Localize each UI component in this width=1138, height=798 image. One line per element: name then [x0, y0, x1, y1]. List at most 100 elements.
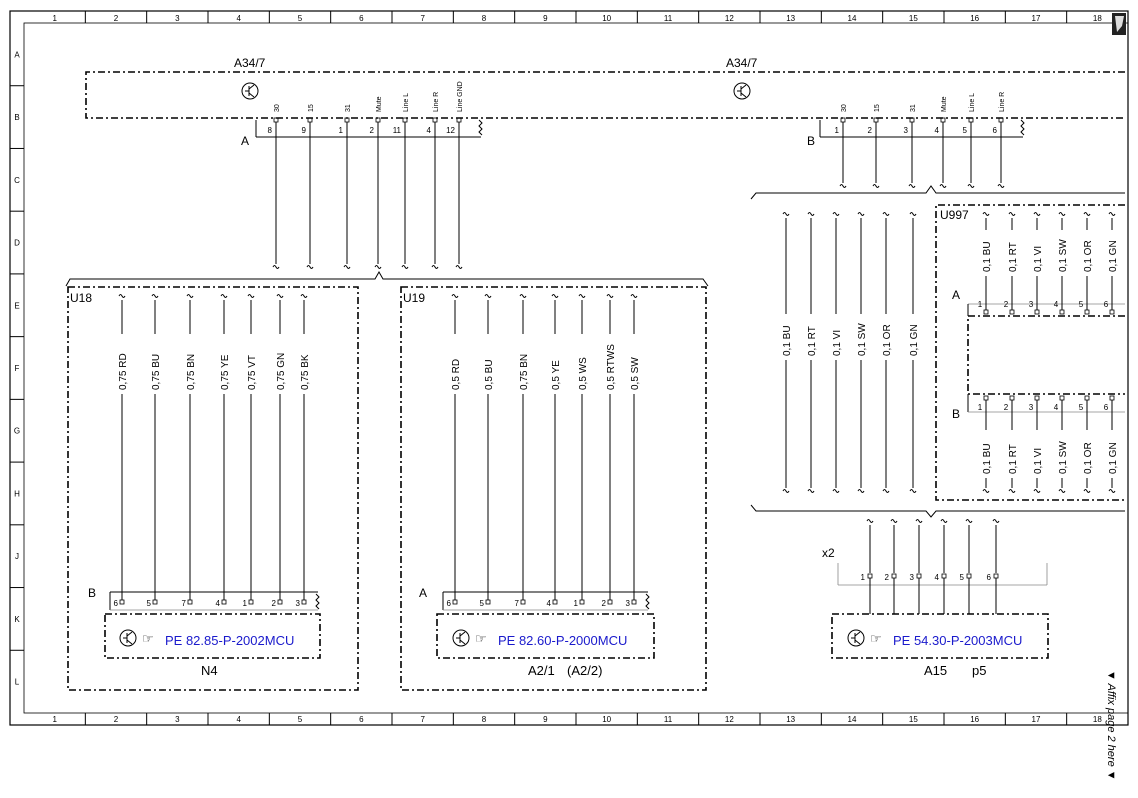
- column-label: 15: [909, 715, 918, 724]
- column-label: 8: [482, 14, 487, 23]
- wire-break-mark: [997, 184, 1005, 188]
- wire-color-label: 0,5 RTWS: [606, 344, 617, 390]
- pin-number: 1: [243, 599, 248, 608]
- pin-function-label: 30: [274, 104, 281, 112]
- wire-break-mark: [832, 212, 840, 216]
- wire-break-mark: [578, 294, 586, 298]
- pin-function-label: 31: [910, 104, 917, 112]
- wire-color-label: 0,5 BU: [484, 359, 495, 390]
- wire-color-label: 0,75 BU: [151, 354, 162, 390]
- connector-break-icon: [478, 119, 483, 136]
- wire-break-mark: [300, 294, 308, 298]
- pin-number: 5: [147, 599, 152, 608]
- pin-terminal: [1059, 395, 1065, 401]
- pin-terminal: [452, 599, 458, 605]
- column-label: 7: [420, 14, 425, 23]
- reference-hand-icon: ☞: [475, 631, 487, 646]
- wire-color-label: 0,1 OR: [882, 324, 893, 356]
- wire-break-mark: [1008, 489, 1016, 493]
- column-label: 10: [602, 715, 611, 724]
- device-a15-reference-link[interactable]: PE 54.30-P-2003MCU: [893, 633, 1022, 648]
- device-a2-2-alt-name: (A2/2): [567, 663, 602, 678]
- pin-number: 6: [114, 599, 119, 608]
- pin-terminal: [552, 599, 558, 605]
- wire-color-label: 0,1 VI: [832, 330, 843, 356]
- module-a34-7-boundary: [85, 71, 1125, 119]
- device-a2-1-reference-link[interactable]: PE 82.60-P-2000MCU: [498, 633, 627, 648]
- wire-color-label: 0,1 RT: [807, 326, 818, 356]
- wire-color-label: 0,75 YE: [220, 354, 231, 390]
- harness-u19-boundary: [400, 286, 707, 691]
- wire-break-mark: [1108, 212, 1116, 216]
- unit-right-transistor-icon: [733, 82, 751, 100]
- wire-color-label: 0,1 SW: [857, 323, 868, 356]
- column-label: 11: [664, 14, 673, 23]
- wire-color-label: 0,1 GN: [1108, 240, 1119, 272]
- pin-function-label: 15: [308, 104, 315, 112]
- wire-break-mark: [940, 519, 948, 523]
- wire-break-mark: [967, 184, 975, 188]
- wire-break-mark: [915, 519, 923, 523]
- column-label: 16: [970, 715, 979, 724]
- pin-number: 1: [339, 126, 344, 135]
- u997-connector-a-label: A: [952, 288, 960, 302]
- wire-break-mark: [939, 184, 947, 188]
- pin-terminal: [993, 573, 999, 579]
- pin-terminal: [485, 599, 491, 605]
- row-label: F: [15, 364, 20, 373]
- device-a15-page-ref: p5: [972, 663, 986, 678]
- device-n4-box: [104, 613, 321, 659]
- pin-function-label: Line L: [403, 93, 410, 112]
- bus-brace-left: [65, 270, 709, 287]
- column-label: 12: [725, 14, 734, 23]
- pin-terminal: [277, 599, 283, 605]
- pin-terminal: [941, 573, 947, 579]
- column-label: 9: [543, 14, 548, 23]
- wire-color-label: 0,1 VI: [1033, 448, 1044, 474]
- pin-number: 1: [861, 573, 866, 582]
- connector-break-icon: [315, 593, 320, 610]
- pin-number: 6: [1104, 300, 1109, 309]
- device-n4-reference-link[interactable]: PE 82.85-P-2002MCU: [165, 633, 294, 648]
- wire-color-label: 0,1 RT: [1008, 444, 1019, 474]
- pin-terminal: [1009, 395, 1015, 401]
- pin-number: 4: [935, 573, 940, 582]
- pin-number: 12: [446, 126, 455, 135]
- bus-brace-right-bottom: [750, 504, 1125, 518]
- wire-break-mark: [992, 519, 1000, 523]
- wire-break-mark: [1083, 212, 1091, 216]
- column-label: 15: [909, 14, 918, 23]
- pin-number: 5: [480, 599, 485, 608]
- device-a2-1-box: [436, 613, 655, 659]
- pin-terminal: [1059, 309, 1065, 315]
- pin-number: 1: [978, 300, 983, 309]
- wire-break-mark: [455, 265, 463, 269]
- affix-page-note: ▼ Affix page 2 here ▼: [1105, 670, 1117, 781]
- connector-break-icon: [1020, 119, 1025, 136]
- wire-break-mark: [982, 212, 990, 216]
- column-label: 6: [359, 14, 364, 23]
- column-label: 13: [786, 715, 795, 724]
- wire-break-mark: [306, 265, 314, 269]
- pin-number: 6: [447, 599, 452, 608]
- wire-break-mark: [374, 265, 382, 269]
- pin-terminal: [1109, 395, 1115, 401]
- pin-number: 2: [868, 126, 873, 135]
- pin-terminal: [187, 599, 193, 605]
- wire-break-mark: [807, 212, 815, 216]
- pin-number: 5: [1079, 403, 1084, 412]
- column-label: 8: [482, 715, 487, 724]
- wire-color-label: 0,1 SW: [1058, 239, 1069, 272]
- unit-left-transistor-icon: [241, 82, 259, 100]
- column-label: 5: [298, 14, 303, 23]
- pin-terminal: [867, 573, 873, 579]
- wire-break-mark: [551, 294, 559, 298]
- pin-number: 3: [626, 599, 631, 608]
- wire-break-mark: [1033, 212, 1041, 216]
- pin-number: 3: [1029, 403, 1034, 412]
- pin-terminal: [983, 309, 989, 315]
